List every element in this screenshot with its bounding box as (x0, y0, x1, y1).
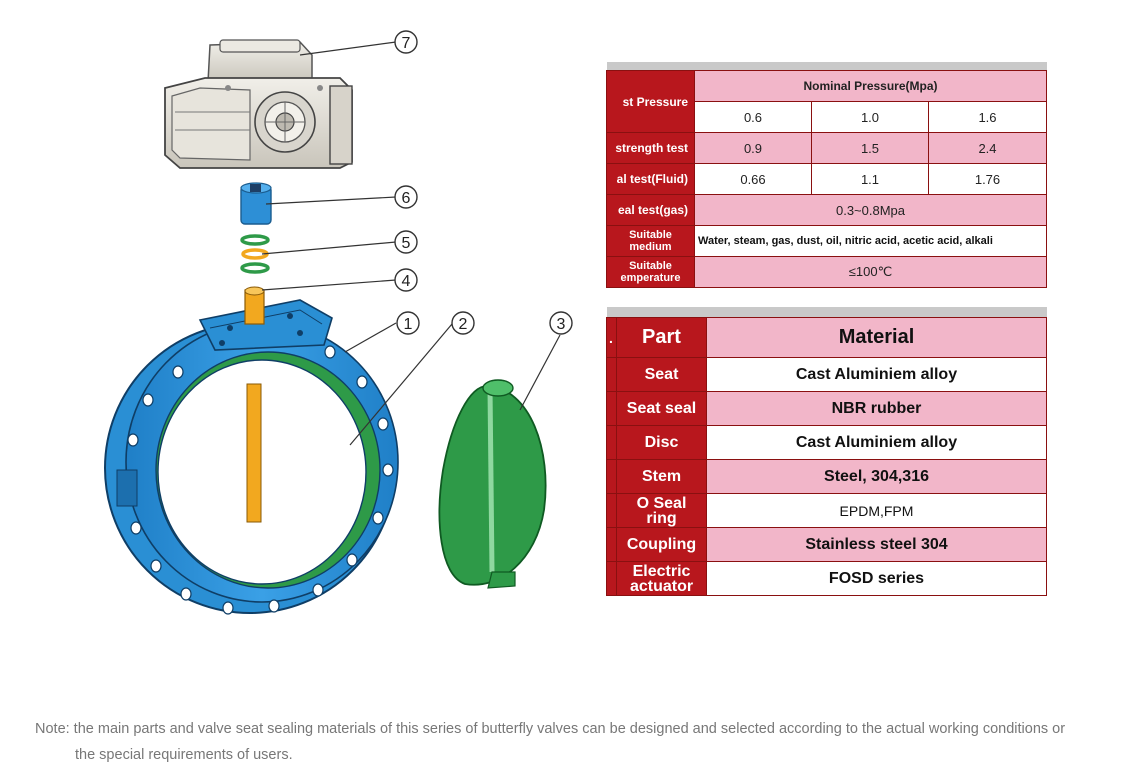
leader-lines (261, 41, 561, 446)
row-marker (606, 425, 617, 460)
callout-5: 5 (394, 230, 418, 254)
row-marker (606, 357, 617, 392)
cell-value: Water, steam, gas, dust, oil, nitric aci… (694, 225, 1047, 257)
svg-text:4: 4 (402, 273, 411, 290)
material-value: Steel, 304,316 (706, 459, 1047, 494)
table-row: Coupling Stainless steel 304 (606, 527, 1047, 562)
table-row: . Part Material (606, 317, 1047, 358)
row-marker (606, 527, 617, 562)
electric-actuator (164, 39, 353, 169)
part-name: Disc (616, 425, 707, 460)
material-value: Cast Aluminiem alloy (706, 425, 1047, 460)
table-row: Seat seal NBR rubber (606, 391, 1047, 426)
svg-text:5: 5 (402, 235, 411, 252)
cell-value: ≤100℃ (694, 256, 1047, 288)
table-top-bar (606, 307, 1047, 318)
row-marker (606, 493, 617, 528)
table-row: eal test(gas) 0.3~0.8Mpa (606, 194, 1047, 226)
row-label-test-pressure: st Pressure (606, 70, 695, 133)
cell-value: 0.66 (694, 163, 812, 195)
nominal-value: 1.6 (928, 101, 1047, 133)
footnote: Note: the main parts and valve seat seal… (35, 716, 1095, 768)
cell-value: 1.1 (811, 163, 929, 195)
part-line: ring (646, 509, 677, 527)
row-marker (606, 459, 617, 494)
label-line: medium (629, 241, 672, 253)
row-marker (606, 391, 617, 426)
nominal-value: 0.6 (694, 101, 812, 133)
part-line: O Seal (636, 494, 687, 512)
svg-text:2: 2 (459, 316, 468, 333)
row-label-seal-test-gas: eal test(gas) (606, 194, 695, 226)
table-top-bar (606, 62, 1047, 71)
table-row: Disc Cast Aluminiem alloy (606, 425, 1047, 460)
callout-3: 3 (549, 311, 573, 335)
svg-text:1: 1 (404, 316, 413, 333)
butterfly-valve-exploded-diagram: 7 6 5 4 1 2 3 (104, 30, 573, 615)
callout-markers: 7 6 5 4 1 2 3 (394, 30, 573, 335)
stem (244, 286, 265, 523)
label-line: emperature (620, 272, 681, 284)
part-name: Coupling (616, 527, 707, 562)
note-line-1: Note: the main parts and valve seat seal… (35, 721, 1066, 737)
part-header: Part (616, 317, 707, 358)
svg-text:3: 3 (557, 316, 566, 333)
part-name: Seat (616, 357, 707, 392)
part-line: Electric (632, 562, 691, 580)
callout-6: 6 (394, 185, 418, 209)
nominal-value: 1.0 (811, 101, 929, 133)
cell-value: 2.4 (928, 132, 1047, 164)
material-value: Cast Aluminiem alloy (706, 357, 1047, 392)
table-row: st Pressure Nominal Pressure(Mpa) (606, 70, 1047, 133)
disc (438, 379, 547, 589)
table-row: 0.6 1.0 1.6 (607, 101, 1047, 133)
cell-value: 1.76 (928, 163, 1047, 195)
pressure-test-table: st Pressure Nominal Pressure(Mpa) 0.6 1.… (606, 62, 1047, 288)
callout-2: 2 (451, 311, 475, 335)
material-value: Stainless steel 304 (706, 527, 1047, 562)
table-row: Stem Steel, 304,316 (606, 459, 1047, 494)
svg-text:7: 7 (402, 35, 411, 52)
part-name: Stem (616, 459, 707, 494)
part-name: Seat seal (616, 391, 707, 426)
callout-4: 4 (394, 268, 418, 292)
coupling (240, 182, 272, 225)
corner-cell: . (606, 317, 617, 358)
part-line: actuator (629, 577, 694, 595)
table-row: al test(Fluid) 0.66 1.1 1.76 (606, 163, 1047, 195)
nominal-pressure-header: Nominal Pressure(Mpa) (694, 70, 1047, 102)
label-line: Suitable (629, 260, 672, 272)
svg-text:6: 6 (402, 190, 411, 207)
row-marker (606, 561, 617, 596)
row-label-seal-test-fluid: al test(Fluid) (606, 163, 695, 195)
callout-7: 7 (394, 30, 418, 54)
callout-1: 1 (396, 311, 420, 335)
table-row: Seat Cast Aluminiem alloy (606, 357, 1047, 392)
valve-body (104, 299, 399, 615)
material-value: FOSD series (706, 561, 1047, 596)
material-value: NBR rubber (706, 391, 1047, 426)
cell-value: 0.9 (694, 132, 812, 164)
material-table: . Part Material Seat Cast Aluminiem allo… (606, 307, 1047, 596)
label-line: Suitable (629, 229, 672, 241)
cell-value: 1.5 (811, 132, 929, 164)
row-label-strength-test: strength test (606, 132, 695, 164)
material-value: EPDM,FPM (706, 493, 1047, 528)
cell-value: 0.3~0.8Mpa (694, 194, 1047, 226)
table-row: strength test 0.9 1.5 2.4 (606, 132, 1047, 164)
material-header: Material (706, 317, 1047, 358)
note-line-2: the special requirements of users. (75, 747, 293, 763)
